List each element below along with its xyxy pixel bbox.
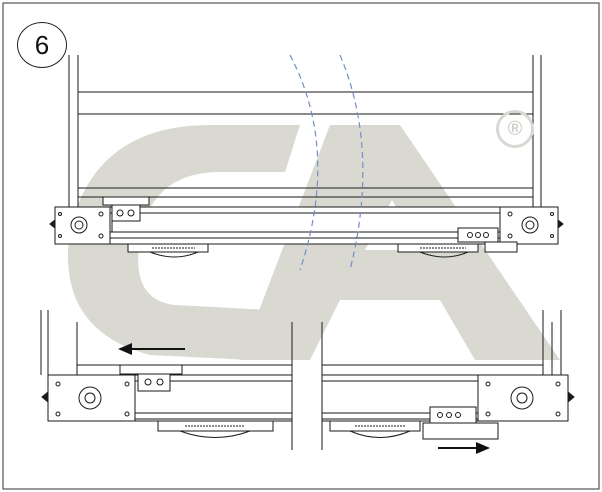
watermark-logo bbox=[67, 125, 560, 360]
step-number-badge: 6 bbox=[17, 22, 67, 68]
step-number: 6 bbox=[34, 29, 50, 60]
top-assembly bbox=[49, 55, 564, 258]
break-lines bbox=[289, 54, 364, 271]
bottom-assembly bbox=[40, 310, 575, 450]
watermark-registered-mark: ® bbox=[496, 110, 534, 148]
left-arrow-icon bbox=[118, 343, 185, 355]
right-arrow-icon bbox=[438, 442, 490, 454]
